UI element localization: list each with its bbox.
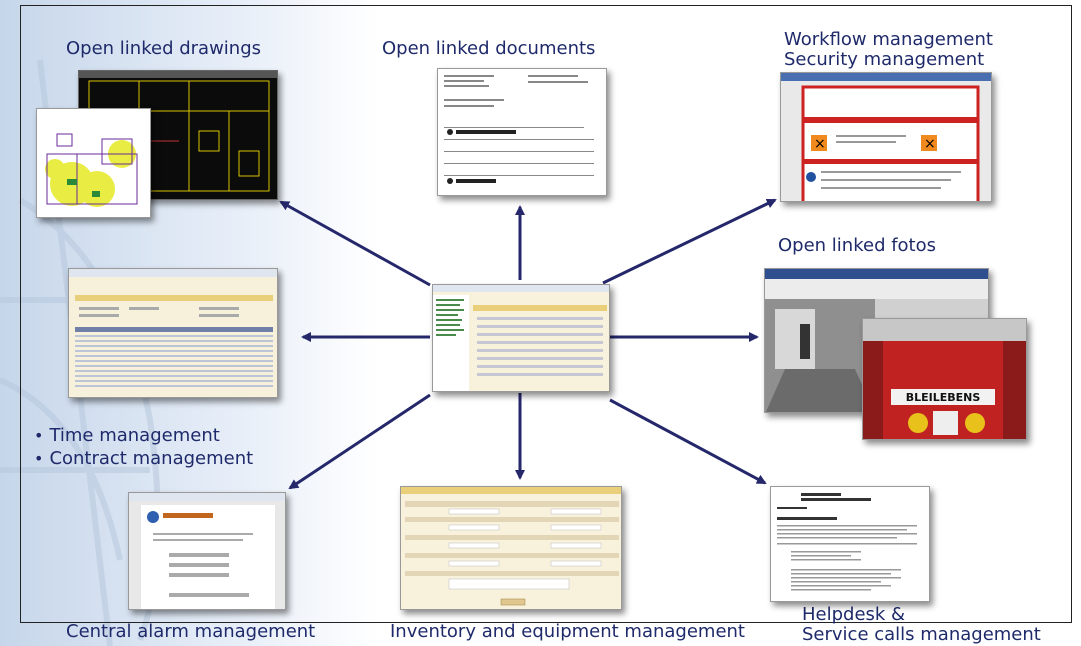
helpdesk-document-graphic [777,493,917,591]
contract-list-thumbnail[interactable] [68,268,278,398]
helpdesk-document-thumbnail[interactable] [770,486,930,602]
alarm-management-thumbnail[interactable] [128,492,286,610]
label-inventory-equipment-management: Inventory and equipment management [390,621,745,642]
label-helpdesk: Helpdesk & [802,604,906,625]
label-open-linked-fotos: Open linked fotos [778,235,937,256]
alarm-management-graphic [129,493,285,609]
svg-text:×: × [924,136,936,152]
photo-caption-text: BLEILEBENS [906,391,981,404]
bullet-text: Time management [49,425,220,446]
bullet-symbol: • [34,426,44,445]
bullet-contract-management: • Contract management [34,447,253,470]
extinguisher-photo-thumbnail[interactable]: BLEILEBENS [862,318,1027,440]
linked-document-thumbnail[interactable] [437,68,607,196]
slide-frame [20,5,1072,623]
floor-plan-thumbnail[interactable] [36,108,151,218]
central-application-graphic [433,285,609,391]
corridor-photo-graphic [765,269,988,412]
label-open-linked-drawings: Open linked drawings [66,38,262,59]
svg-text:×: × [814,136,826,152]
security-form-graphic: × × [781,73,991,201]
bullet-list: • Time management • Contract management [34,424,253,470]
label-workflow-management: Workflow management [784,29,993,50]
floor-plan-graphic [45,133,138,207]
central-application-thumbnail[interactable] [432,284,610,392]
label-open-linked-documents: Open linked documents [382,38,596,59]
label-central-alarm-management: Central alarm management [66,621,316,642]
contract-list-graphic [69,269,277,387]
bullet-time-management: • Time management [34,424,253,447]
inventory-form-thumbnail[interactable] [400,486,622,610]
extinguisher-photo-graphic: BLEILEBENS [863,319,1026,439]
bullet-symbol: • [34,449,44,468]
label-security-management: Security management [784,49,985,70]
bullet-text: Contract management [49,448,254,469]
label-service-calls-management: Service calls management [802,624,1041,645]
inventory-form-graphic [401,487,621,606]
document-graphic [444,75,594,184]
security-form-thumbnail[interactable]: × × [780,72,992,202]
